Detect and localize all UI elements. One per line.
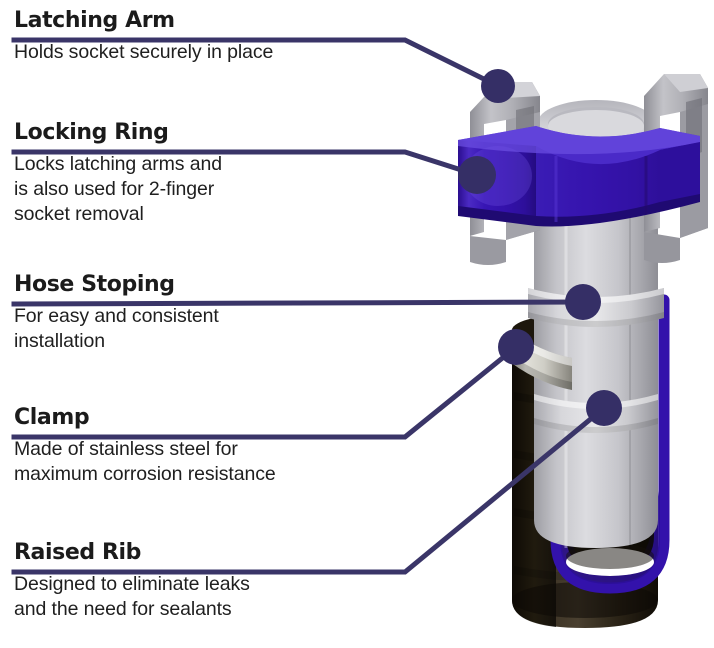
callout-raised-rib: Raised Rib Designed to eliminate leaks a… <box>14 540 250 622</box>
callout-description: For easy and consistent installation <box>14 305 219 352</box>
locking-ring <box>458 126 700 227</box>
callout-locking-ring: Locking Ring Locks latching arms and is … <box>14 120 222 227</box>
callout-title: Hose Stoping <box>14 272 175 297</box>
callout-description: Made of stainless steel for maximum corr… <box>14 438 276 485</box>
callout-clamp: Clamp Made of stainless steel for maximu… <box>14 405 276 487</box>
callout-latching-arm: Latching Arm Holds socket securely in pl… <box>14 8 273 65</box>
callout-description: Holds socket securely in place <box>14 41 274 63</box>
callout-title: Raised Rib <box>14 540 141 565</box>
callout-title: Latching Arm <box>14 8 175 33</box>
callout-hose-stoping: Hose Stoping For easy and consistent ins… <box>14 272 219 354</box>
callout-description: Designed to eliminate leaks and the need… <box>14 573 250 620</box>
callout-title: Locking Ring <box>14 120 169 145</box>
callout-title: Clamp <box>14 405 90 430</box>
callout-description: Locks latching arms and is also used for… <box>14 153 222 225</box>
